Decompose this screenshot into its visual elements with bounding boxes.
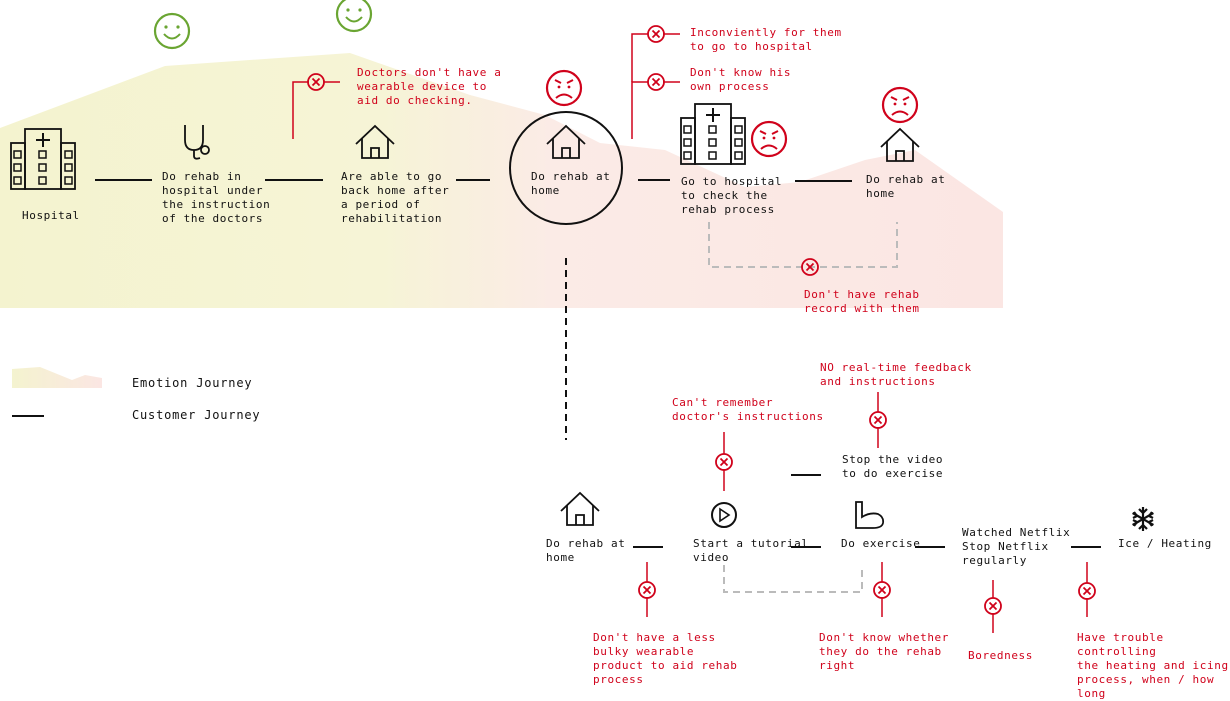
pain-no-feedback-label: NO real-time feedback and instructions	[820, 361, 972, 388]
pain-no-record-label: Don't have rehab record with them	[804, 288, 920, 315]
legend-emotion-swatch	[12, 367, 102, 388]
step-rehab-home-label: Do rehab at home	[531, 170, 611, 197]
step-rehab-home-2-label: Do rehab at home	[866, 173, 946, 200]
step-hospital-label: Hospital	[22, 209, 80, 222]
play-icon	[711, 502, 737, 528]
detail-netflix-label: Watched Netflix Stop Netflix regularly	[962, 526, 1071, 567]
pain-point-icon	[984, 597, 1002, 615]
stethoscope-icon	[184, 125, 210, 160]
detail-ice-label: Ice / Heating	[1118, 537, 1212, 550]
sad-face-icon	[881, 86, 919, 124]
step-back-home-label: Are able to go back home after a period …	[341, 170, 450, 225]
pain-point-icon	[647, 73, 665, 91]
sad-face-icon	[545, 69, 583, 107]
pain-point-icon	[715, 453, 733, 471]
pain-inconvenient-label: Inconviently for them to go to hospital	[690, 26, 842, 53]
sad-face-icon	[750, 120, 788, 158]
detail-rehab-home-label: Do rehab at home	[546, 537, 626, 564]
pain-point-icon	[869, 411, 887, 429]
pain-dont-know-process-label: Don't know his own process	[690, 66, 792, 93]
pain-point-icon	[638, 581, 656, 599]
pain-trouble-label: Have trouble controlling the heating and…	[1077, 631, 1229, 700]
emotion-journey-area	[0, 53, 1003, 308]
journey-map	[0, 0, 1154, 633]
pain-boredness-label: Boredness	[968, 649, 1034, 662]
arm-icon	[855, 501, 885, 529]
current-step-circle	[509, 111, 623, 225]
detail-exercise-label: Do exercise	[841, 537, 921, 550]
detail-tutorial-label: Start a tutorial video	[693, 537, 809, 564]
legend-emotion-label: Emotion Journey	[132, 376, 253, 390]
happy-face-icon	[335, 0, 373, 33]
detail-stop-video-label: Stop the video to do exercise	[842, 453, 944, 480]
hospital-icon	[680, 103, 746, 165]
pain-point-icon	[647, 25, 665, 43]
pain-cant-remember-label: Can't remember doctor's instructions	[672, 396, 824, 423]
snowflake-icon	[1132, 507, 1154, 531]
pain-point-icon	[873, 581, 891, 599]
pain-point-icon	[1078, 582, 1096, 600]
step-rehab-in-hospital-label: Do rehab in hospital under the instructi…	[162, 170, 271, 225]
happy-face-icon	[153, 12, 191, 50]
pain-bulky-label: Don't have a less bulky wearable product…	[593, 631, 738, 686]
pain-dont-know-right-label: Don't know whether they do the rehab rig…	[819, 631, 950, 672]
pain-no-wearable-label: Doctors don't have a wearable device to …	[357, 66, 502, 107]
legend-customer-label: Customer Journey	[132, 408, 261, 422]
house-icon	[560, 492, 600, 526]
step-go-hospital-label: Go to hospital to check the rehab proces…	[681, 175, 783, 216]
